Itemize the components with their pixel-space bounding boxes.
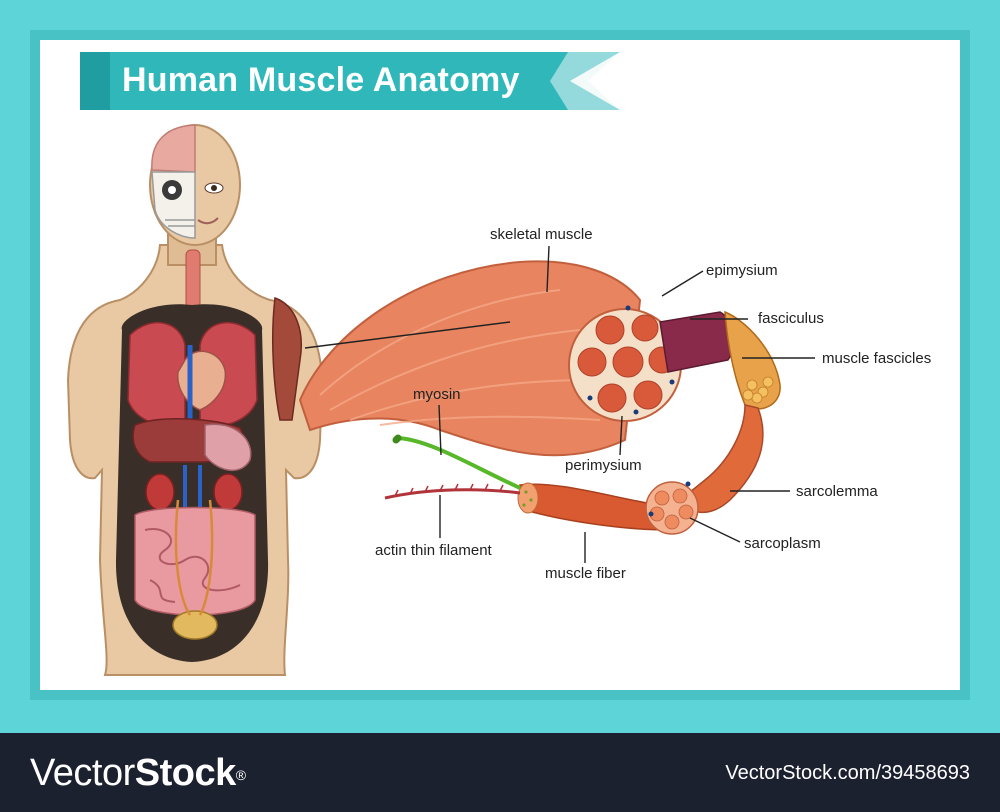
- label-myosin: myosin: [413, 386, 461, 403]
- label-actin-thin-filament: actin thin filament: [375, 542, 492, 559]
- label-muscle-fascicles: muscle fascicles: [822, 350, 932, 367]
- human-torso-figure: [66, 124, 324, 676]
- label-fasciculus: fasciculus: [758, 310, 824, 327]
- title-banner: [80, 52, 620, 110]
- label-skeletal-muscle: skeletal muscle: [490, 226, 593, 243]
- stock-id-link[interactable]: VectorStock.com/39458693: [725, 762, 970, 784]
- label-perimysium: perimysium: [565, 457, 642, 474]
- registered-mark: ®: [235, 767, 246, 783]
- vectorstock-logo[interactable]: VectorStock®: [30, 753, 246, 793]
- page-title: Human Muscle Anatomy: [122, 61, 520, 99]
- label-epimysium: epimysium: [706, 262, 778, 279]
- brand-thin-text: Vector: [30, 752, 135, 794]
- leader-lines: [304, 245, 815, 563]
- label-sarcolemma: sarcolemma: [796, 483, 878, 500]
- label-sarcoplasm: sarcoplasm: [744, 535, 821, 552]
- muscle-fiber-illustration: [384, 434, 699, 535]
- brand-bold-text: Stock: [134, 752, 236, 794]
- footer-bar: VectorStock® VectorStock.com/39458693: [0, 733, 1000, 812]
- skeletal-muscle-illustration: [298, 260, 682, 457]
- label-muscle-fiber: muscle fiber: [545, 565, 626, 582]
- fasciculus-illustration: [659, 310, 781, 514]
